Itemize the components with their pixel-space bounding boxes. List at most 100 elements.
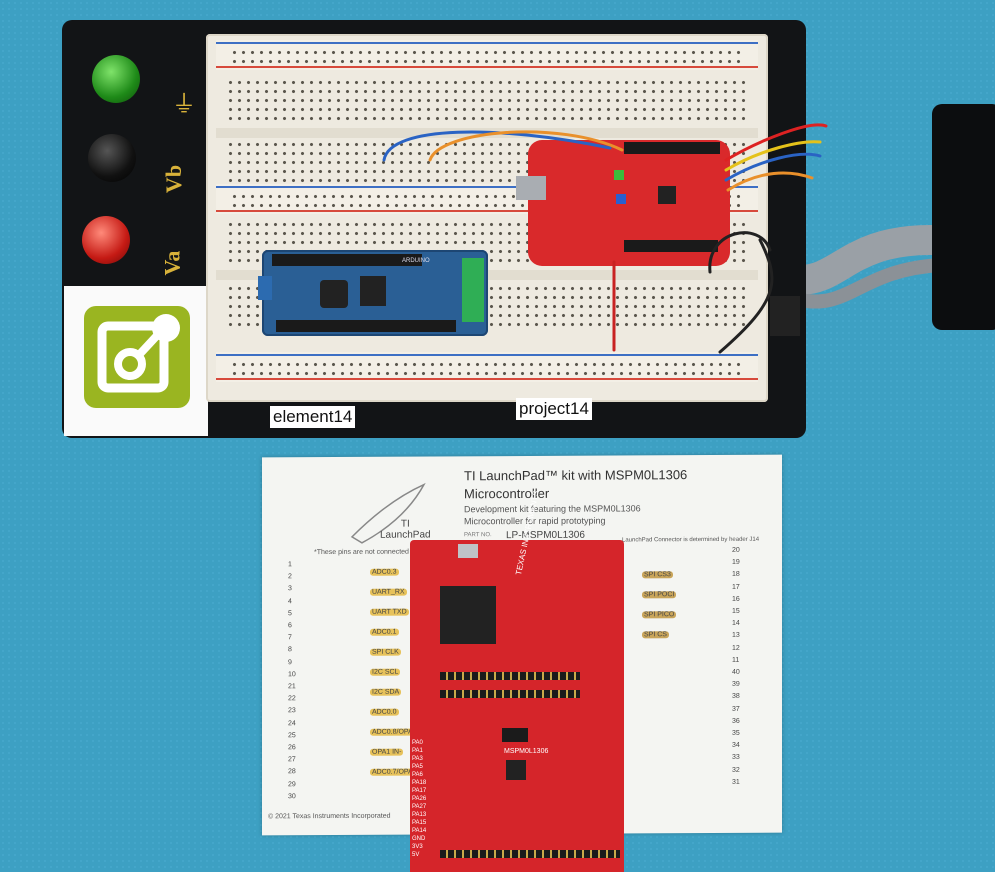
- pin-number: 22: [288, 695, 296, 703]
- pin-tag: UART_RX: [370, 588, 407, 596]
- dc-jack: [258, 276, 272, 300]
- pin-tag: SPI POCI: [642, 591, 677, 599]
- launchpad-pin-label: PA14: [412, 828, 427, 834]
- va-binding-post: [82, 216, 130, 264]
- ground-binding-post: [92, 55, 140, 103]
- rocket-logo-icon: [342, 476, 432, 546]
- pin-number: 2: [288, 573, 292, 581]
- part-no-label: PART NO.: [464, 532, 492, 539]
- copyright: © 2021 Texas Instruments Incorporated: [268, 812, 391, 821]
- pin-number: 6: [288, 622, 292, 630]
- mcu-chip: [506, 760, 526, 780]
- element14-logo-icon: [84, 306, 190, 408]
- launchpad-pin-label: PA27: [412, 804, 427, 810]
- launchpad-pin-label: 5V: [412, 852, 420, 858]
- launchpad-usb-connector: [458, 544, 478, 558]
- pin-number: 30: [288, 792, 296, 801]
- pin-number: 8: [288, 646, 292, 654]
- pin-number: 12: [732, 644, 740, 652]
- pin-tag: SPI CS: [642, 631, 669, 639]
- terminal-strip-top-a: [226, 78, 748, 124]
- pin-number: 17: [732, 583, 740, 591]
- pin-number: 34: [732, 742, 740, 750]
- bottom-power-rail: [216, 352, 758, 382]
- pin-number: 16: [732, 595, 740, 603]
- pin-number: 23: [288, 707, 296, 715]
- pin-number: 15: [732, 607, 740, 615]
- launchpad-pin-label: GND: [412, 836, 426, 842]
- pin-number: 24: [288, 719, 296, 727]
- redboard-header-bottom: [624, 240, 718, 252]
- pin-number: 39: [732, 681, 740, 689]
- pin-number: 31: [732, 778, 740, 786]
- launchpad-pin-label: PA15: [412, 820, 427, 826]
- top-power-rail: [216, 40, 758, 70]
- pin-number: 5: [288, 610, 292, 618]
- pin-number: 29: [288, 780, 296, 788]
- pin-number: 1: [288, 561, 292, 569]
- motor-shield-board: ARDUINO: [258, 250, 488, 336]
- usb-connector: [516, 176, 546, 200]
- paper-title: TI LaunchPad™ kit with MSPM0L1306: [464, 467, 688, 484]
- pin-number: 37: [732, 705, 740, 713]
- pin-number: 38: [732, 693, 740, 701]
- pin-number: 35: [732, 729, 740, 737]
- pin-number: 13: [732, 632, 740, 640]
- launchpad-header-row-2: [440, 690, 580, 698]
- pin-number: 33: [732, 754, 740, 762]
- jumper-block: [502, 728, 528, 742]
- launchpad-pin-label: PA17: [412, 788, 427, 794]
- screw-terminal: [462, 258, 484, 322]
- pin-number: 10: [288, 670, 296, 679]
- redboard-chip: [658, 186, 676, 204]
- launchpad-pin-label: PA0: [412, 740, 423, 746]
- launchpad-pin-label: PA26: [412, 796, 427, 802]
- brand-label-project14: project14: [516, 398, 592, 420]
- pin-number: 36: [732, 717, 740, 725]
- pin-number: 14: [732, 620, 740, 628]
- debug-probe-chip: [440, 586, 496, 644]
- launchpad-pin-label: PA6: [412, 772, 423, 778]
- inductor: [320, 280, 348, 308]
- external-device-box: [932, 104, 995, 330]
- pin-number: 3: [288, 585, 292, 593]
- green-jumper: [614, 170, 624, 180]
- ribbon-cable: [798, 225, 950, 309]
- launchpad-pin-label: PA5: [412, 764, 423, 770]
- launchpad-pin-label: 3V3: [412, 844, 423, 850]
- pin-number: 20: [732, 546, 740, 554]
- launchpad-pin-label: PA18: [412, 780, 427, 786]
- pin-number: 27: [288, 756, 296, 764]
- pin-number: 32: [732, 766, 740, 774]
- pin-number: 26: [288, 744, 296, 752]
- pin-number: 21: [288, 683, 296, 691]
- pin-tag: ADC0.0: [370, 708, 399, 716]
- pin-number: 18: [732, 571, 740, 579]
- brand-label-element14: element14: [270, 406, 356, 428]
- paper-subtitle: Development kit featuring the MSPM0L1306: [464, 503, 641, 515]
- pin-tag: ADC0.3: [370, 568, 399, 576]
- shield-header-bottom: [276, 320, 456, 332]
- launchpad-pin-label: PA13: [412, 812, 427, 818]
- note-right: LaunchPad Connector is determined by hea…: [622, 536, 760, 544]
- launchpad-bottom-header: [440, 850, 620, 858]
- pin-number: 7: [288, 634, 292, 642]
- chip-name-label: MSPM0L1306: [504, 748, 549, 755]
- pin-tag: UART TXD: [370, 608, 409, 616]
- pin-number: 11: [732, 656, 740, 664]
- pin-number: 25: [288, 731, 296, 740]
- pin-tag: I2C SDA: [370, 688, 402, 696]
- pin-number: 28: [288, 768, 296, 776]
- pin-number: 40: [732, 668, 740, 676]
- driver-chip: [360, 276, 386, 306]
- launchpad-pin-label: PA1: [412, 748, 423, 754]
- launchpad-header-row-1: [440, 672, 580, 680]
- note-left: *These pins are not connected to: [314, 548, 417, 557]
- pin-number: 9: [288, 658, 292, 666]
- pin-tag: SPI PICO: [642, 611, 677, 619]
- red-dev-board: [516, 140, 730, 266]
- pin-tag: SPI CS3: [642, 571, 673, 579]
- vb-binding-post: [88, 134, 136, 182]
- pin-tag: I2C SCL: [370, 668, 401, 676]
